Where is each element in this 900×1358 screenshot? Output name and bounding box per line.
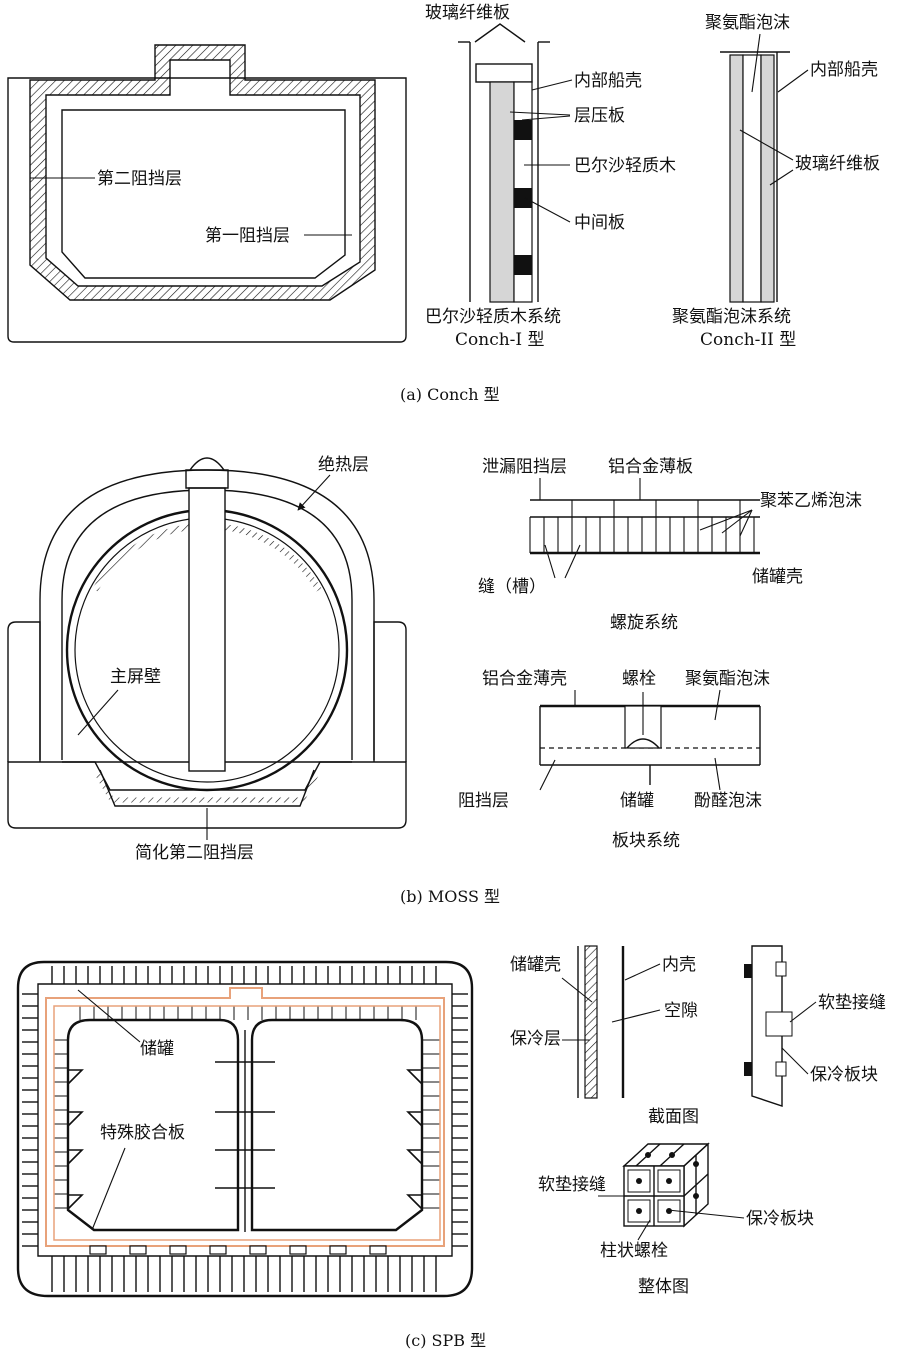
caption-a: (a) Conch 型	[400, 385, 500, 404]
conch-ii-system: 聚氨酯泡沫 内部船壳 玻璃纤维板 聚氨酯泡沫系统 Conch-II 型	[672, 13, 880, 350]
label-c1-system: 巴尔沙轻质木系统	[425, 307, 561, 327]
label-tank-b: 储罐	[620, 791, 654, 811]
spb-overall-view: 软垫接缝 保冷板块 柱状螺栓 整体图	[538, 1142, 814, 1297]
label-sec-gap: 空隙	[664, 1001, 698, 1021]
label-ov-bolt: 柱状螺栓	[600, 1241, 668, 1261]
caption-c: (c) SPB 型	[405, 1331, 486, 1350]
label-sec-insulation: 保冷层	[510, 1029, 561, 1049]
label-pu-foam-b: 聚氨酯泡沫	[685, 669, 770, 689]
label-spb-tank: 储罐	[140, 1039, 174, 1059]
label-al-shell: 铝合金薄壳	[482, 669, 567, 689]
column-bolt	[645, 1152, 651, 1158]
label-sec-soft-joint: 软垫接缝	[818, 993, 886, 1013]
label-c2-type: Conch-II 型	[700, 330, 796, 350]
label-c1-laminate: 层压板	[574, 106, 625, 126]
label-moss-insulation: 绝热层	[318, 455, 369, 475]
label-c1-type: Conch-I 型	[455, 330, 545, 350]
caption-b: (b) MOSS 型	[400, 887, 500, 906]
column-bolt	[669, 1152, 675, 1158]
label-primary-barrier: 第一阻挡层	[205, 226, 290, 246]
label-sec-inner-hull: 内壳	[662, 955, 696, 975]
label-c2-pu-foam: 聚氨酯泡沫	[705, 13, 790, 33]
label-barrier-b: 阻挡层	[458, 791, 509, 811]
label-spb-plywood: 特殊胶合板	[100, 1123, 185, 1143]
support-foot	[89, 1245, 107, 1255]
label-phenolic-foam: 酚醛泡沫	[694, 791, 762, 811]
spiral-system: 泄漏阻挡层 铝合金薄板 聚苯乙烯泡沫 缝（槽） 储罐壳 螺旋系统	[478, 457, 862, 633]
label-al-sheet: 铝合金薄板	[608, 457, 693, 477]
conch-hull-section: 第二阻挡层 第一阻挡层	[7, 44, 407, 343]
tank-bracket	[406, 1149, 423, 1165]
support-foot	[329, 1245, 347, 1255]
panel-c: 储罐 特殊胶合板 储罐壳 内壳 空隙 保冷层 截面图 软垫接	[16, 945, 886, 1350]
column-bolt	[666, 1208, 672, 1214]
support-foot	[249, 1245, 267, 1255]
support-foot	[289, 1245, 307, 1255]
title-section-view: 截面图	[648, 1107, 699, 1127]
tank-bracket	[406, 1111, 423, 1127]
tank-bracket	[67, 1111, 84, 1127]
support-foot	[169, 1245, 187, 1255]
title-overall-view: 整体图	[638, 1277, 689, 1297]
column-bolt	[666, 1178, 672, 1184]
column-bolt	[636, 1178, 642, 1184]
label-c2-system: 聚氨酯泡沫系统	[672, 307, 791, 327]
support-foot	[209, 1245, 227, 1255]
moss-tank-section: 绝热层 主屏壁 简化第二阻挡层	[7, 455, 407, 863]
column-bolt	[693, 1161, 699, 1167]
label-ov-soft-joint: 软垫接缝	[538, 1175, 606, 1195]
label-c2-glass-fiber: 玻璃纤维板	[795, 154, 880, 174]
label-c2-inner-hull: 内部船壳	[810, 60, 878, 80]
column-bolt	[636, 1208, 642, 1214]
support-foot	[369, 1245, 387, 1255]
panel-block-system: 铝合金薄壳 螺栓 聚氨酯泡沫 阻挡层 储罐 酚醛泡沫 板块系统	[458, 669, 770, 851]
label-bolt: 螺栓	[622, 669, 656, 689]
label-c1-balsa: 巴尔沙轻质木	[574, 156, 676, 176]
label-sec-block: 保冷板块	[810, 1065, 878, 1085]
label-secondary-barrier: 第二阻挡层	[97, 169, 182, 189]
title-spiral-system: 螺旋系统	[610, 613, 678, 633]
label-ps-foam: 聚苯乙烯泡沫	[760, 491, 862, 511]
label-c1-inner-hull: 内部船壳	[574, 71, 642, 91]
tank-bracket	[406, 1194, 423, 1210]
tank-bracket	[67, 1149, 84, 1165]
support-foot	[129, 1245, 147, 1255]
label-sec-tank-shell: 储罐壳	[510, 955, 561, 975]
title-panel-system: 板块系统	[612, 831, 680, 851]
tank-bracket	[406, 1069, 423, 1085]
label-tank-shell: 储罐壳	[752, 567, 803, 587]
label-moss-primary: 主屏壁	[110, 667, 161, 687]
panel-b: 绝热层 主屏壁 简化第二阻挡层 泄漏阻挡层 铝合金薄板 聚苯乙烯泡沫 缝（槽） …	[7, 455, 862, 906]
label-moss-secondary: 简化第二阻挡层	[135, 843, 254, 863]
label-c1-middle-plate: 中间板	[574, 213, 625, 233]
conch-i-system: 玻璃纤维板 内部船壳 层压板 巴尔沙轻质木 中间板 巴尔沙轻质木系统 Conch…	[425, 3, 676, 350]
column-bolt	[693, 1193, 699, 1199]
tank-bracket	[67, 1194, 84, 1210]
label-ov-block: 保冷板块	[746, 1209, 814, 1229]
tank-bracket	[67, 1069, 84, 1085]
label-slot: 缝（槽）	[478, 577, 546, 597]
spb-section-view: 储罐壳 内壳 空隙 保冷层 截面图 软垫接缝 保冷板块	[510, 945, 886, 1127]
label-leak-barrier: 泄漏阻挡层	[482, 457, 567, 477]
spb-hull-section: 储罐 特殊胶合板	[16, 960, 474, 1298]
panel-a: 第二阻挡层 第一阻挡层 玻璃纤维板 内部船壳 层压板 巴尔沙轻质木	[7, 3, 880, 404]
label-glass-fiber-top: 玻璃纤维板	[425, 3, 510, 23]
